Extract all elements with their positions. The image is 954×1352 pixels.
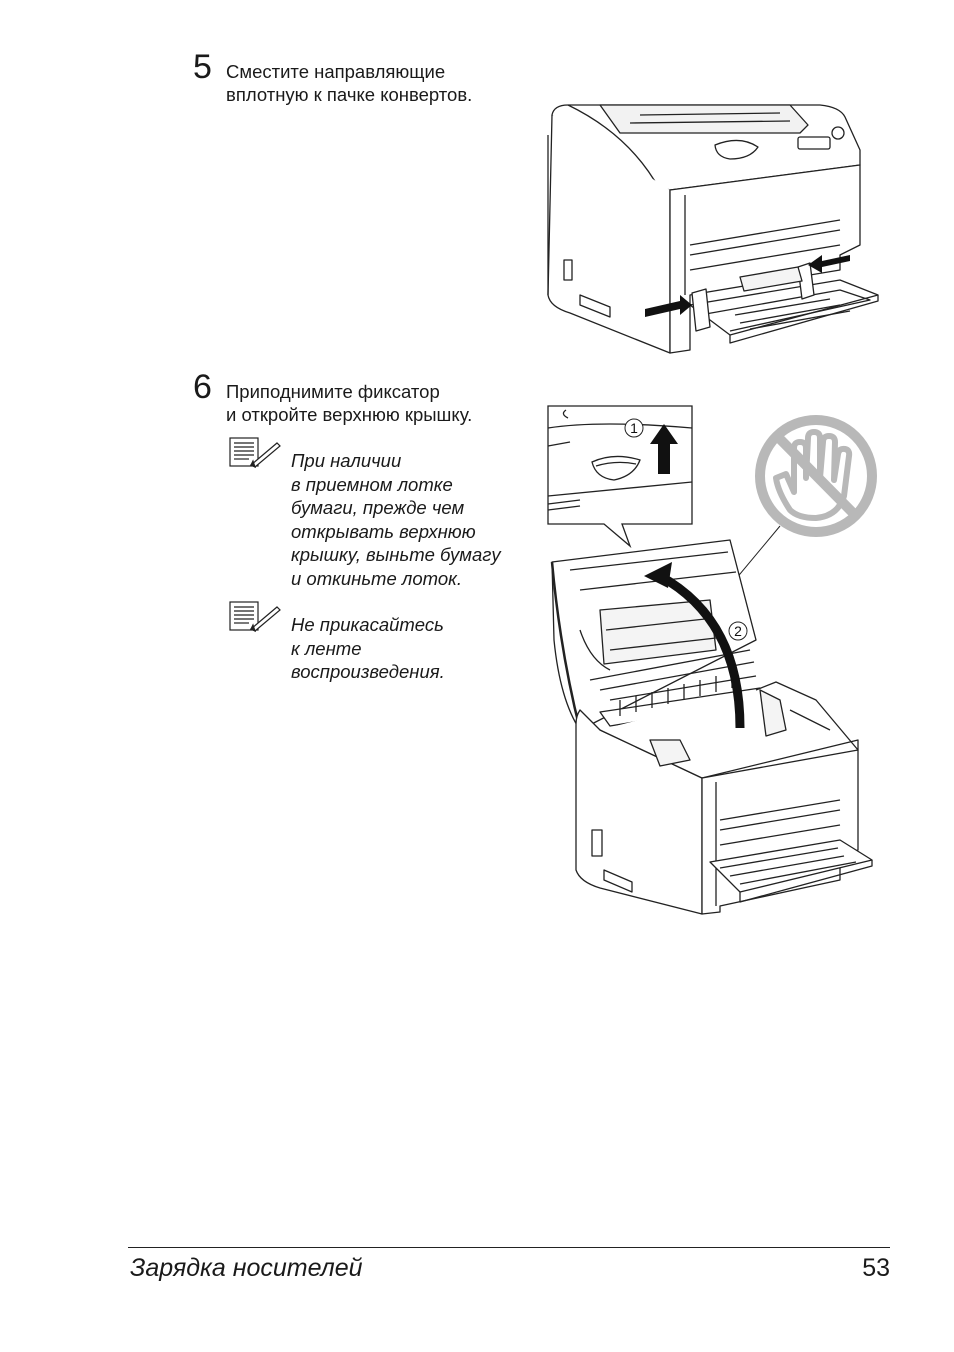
note-pencil-icon bbox=[229, 437, 281, 469]
footer-section-title: Зарядка носителей bbox=[130, 1254, 363, 1282]
printer-open-cover-illustration: 1 2 bbox=[547, 405, 877, 915]
callout-1-label: 1 bbox=[630, 420, 638, 436]
printer-guides-illustration bbox=[547, 104, 879, 354]
note-2-text: Не прикасайтесь к ленте воспроизведения. bbox=[291, 614, 445, 682]
note-1-text: При наличии в приемном лотке бумаги, пре… bbox=[291, 450, 501, 589]
page-number: 53 bbox=[862, 1254, 890, 1282]
note-pencil-icon bbox=[229, 601, 281, 633]
step-5-text: Сместите направляющие вплотную к пачке к… bbox=[226, 61, 473, 105]
step-number-5: 5 bbox=[193, 48, 212, 86]
callout-2-label: 2 bbox=[734, 623, 742, 639]
footer-rule bbox=[128, 1247, 890, 1248]
step-number-6: 6 bbox=[193, 368, 212, 406]
do-not-touch-icon bbox=[755, 415, 877, 537]
step-6-text: Приподнимите фиксатор и откройте верхнюю… bbox=[226, 381, 473, 425]
